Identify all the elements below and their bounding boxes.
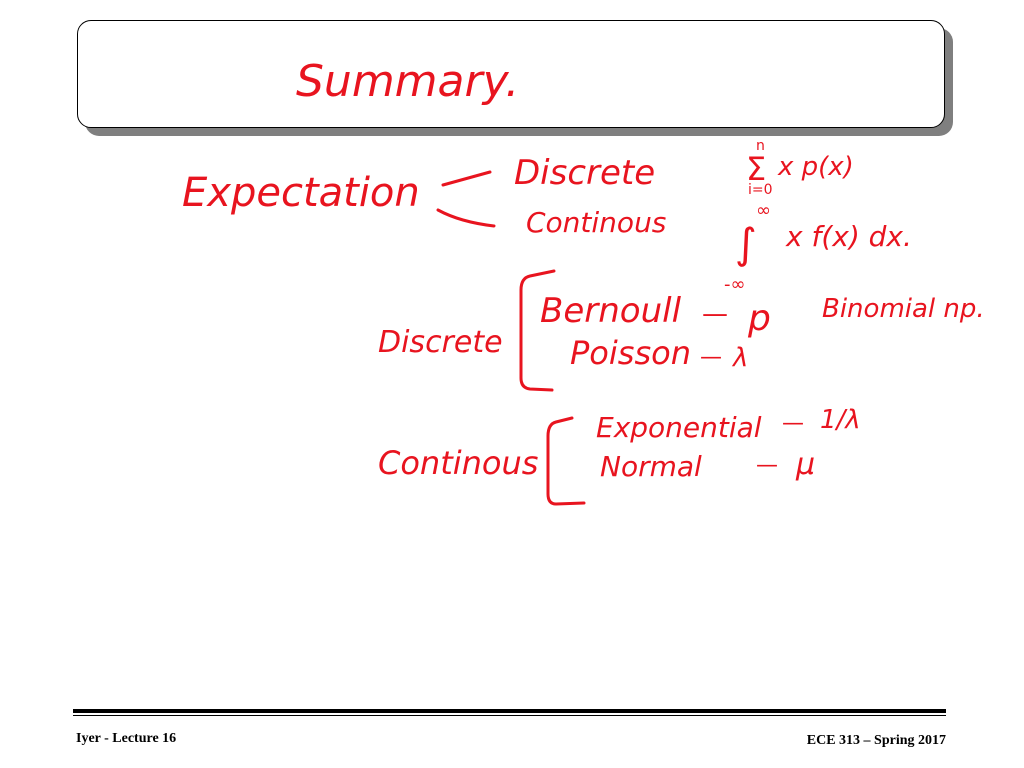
branch-lower-line	[436, 208, 496, 228]
expectation-discrete-label: Discrete	[514, 153, 655, 193]
poisson-label: Poisson	[570, 334, 691, 372]
sum-lower-limit: i=0	[748, 182, 773, 198]
poisson-param: λ	[731, 343, 748, 373]
footer-course-label: ECE 313 – Spring 2017	[806, 733, 946, 748]
exponential-label: Exponential	[596, 411, 762, 444]
slide-title: Summary.	[296, 56, 519, 107]
bernoulli-dash: —	[702, 299, 728, 329]
exponential-dash: —	[782, 411, 804, 436]
branch-upper-line	[441, 170, 492, 187]
title-box	[77, 20, 945, 128]
sum-upper-limit: n	[756, 138, 765, 154]
continuous-bracket	[546, 416, 586, 506]
integral-symbol: ∫	[735, 219, 757, 268]
integral-upper-limit: ∞	[756, 200, 771, 221]
integral-lower-limit: -∞	[724, 274, 746, 295]
normal-label: Normal	[600, 450, 702, 483]
bernoulli-param: p	[747, 298, 771, 339]
discrete-bracket	[519, 269, 556, 392]
footer-rule-thick	[73, 709, 946, 713]
expectation-label: Expectation	[182, 170, 420, 216]
normal-dash: —	[756, 453, 778, 478]
poisson-dash: —	[700, 345, 722, 370]
sum-symbol: Σ	[746, 150, 766, 188]
discrete-formula-body: x p(x)	[777, 152, 854, 182]
continuous-formula-body: x f(x) dx.	[785, 220, 912, 253]
continuous-group-label: Continous	[378, 444, 538, 482]
footer-rule-thin	[73, 715, 946, 716]
exponential-param: 1/λ	[820, 405, 861, 435]
bernoulli-label: Bernoull	[540, 291, 682, 331]
normal-param: μ	[795, 447, 815, 482]
expectation-continuous-label: Continous	[526, 206, 666, 239]
footer-lecture-label: Iyer - Lecture 16	[76, 731, 177, 746]
discrete-group-label: Discrete	[378, 325, 503, 360]
binomial-label: Binomial np.	[822, 294, 985, 324]
